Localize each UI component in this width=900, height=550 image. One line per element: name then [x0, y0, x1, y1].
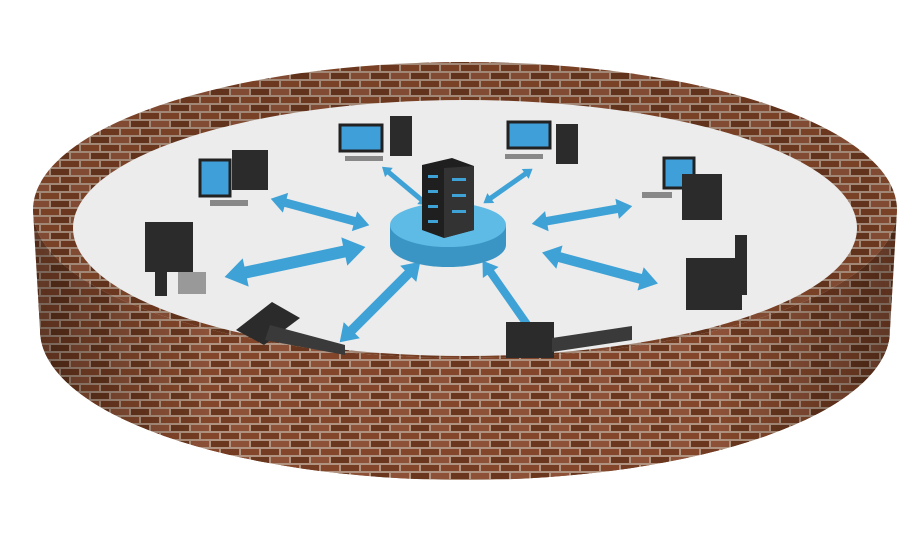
server-icon [422, 158, 474, 238]
computer-icon [505, 120, 578, 164]
server-platform [390, 158, 506, 267]
computer-icon [506, 322, 632, 358]
computer-icon [686, 235, 747, 310]
workstations [145, 116, 747, 358]
computer-icon [642, 156, 722, 220]
computer-icon [198, 150, 268, 206]
computer-icon [338, 116, 412, 161]
computer-icon [145, 222, 206, 296]
computer-icon [236, 302, 345, 355]
